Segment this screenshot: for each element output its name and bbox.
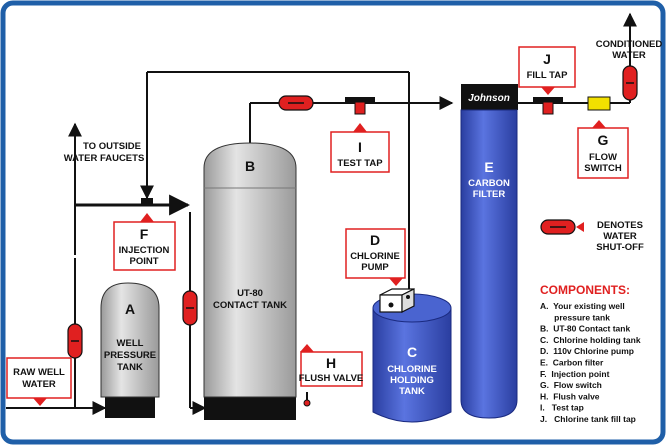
- component-item: J. Chlorine tank fill tap: [540, 414, 636, 424]
- tank-a-line-2: PRESSURE: [104, 350, 156, 361]
- conditioned-line-1: CONDITIONED: [596, 39, 663, 50]
- components-title: COMPONENTS:: [540, 283, 630, 297]
- callout-f-line-2: POINT: [129, 256, 158, 267]
- denotes-pointer: [576, 222, 584, 232]
- callout-d-line-1: CHLORINE: [350, 251, 400, 262]
- component-item: C. Chlorine holding tank: [540, 335, 641, 345]
- callout-h-line-1: FLUSH VALVE: [299, 373, 364, 384]
- components-list: A. Your existing well pressure tank B. UT…: [540, 301, 641, 424]
- callout-g-letter: G: [598, 132, 609, 148]
- callout-boxes: [6, 46, 629, 399]
- raw-well-line-2: WATER: [22, 379, 56, 390]
- callout-g-line-2: SWITCH: [584, 163, 622, 174]
- tank-a: [100, 282, 160, 418]
- callout-f-letter: F: [140, 226, 149, 242]
- tank-c-line-1: CHLORINE: [387, 364, 437, 375]
- raw-well-line-1: RAW WELL: [13, 367, 65, 378]
- component-item: E. Carbon filter: [540, 358, 604, 368]
- component-item: A. Your existing well: [540, 301, 625, 311]
- callout-d-line-2: PUMP: [361, 262, 389, 273]
- callout-j-letter: J: [543, 51, 551, 67]
- callout-j-line-1: FILL TAP: [527, 70, 568, 81]
- tank-e: [460, 84, 518, 419]
- component-item: F. Injection point: [540, 369, 610, 379]
- component-item: pressure tank: [540, 312, 610, 322]
- tank-b-line-2: CONTACT TANK: [213, 300, 287, 311]
- brand-logo: Johnson: [468, 93, 510, 104]
- callout-d-letter: D: [370, 232, 380, 248]
- tank-a-letter: A: [125, 301, 135, 317]
- callout-pointers: [33, 87, 606, 406]
- denotes-line-2: WATER: [603, 231, 637, 242]
- callout-g-line-1: FLOW: [589, 152, 617, 163]
- tank-c-line-3: TANK: [399, 386, 425, 397]
- fill-tap: [533, 97, 563, 115]
- tank-e-line-2: FILTER: [473, 189, 506, 200]
- component-item: D. 110v Chlorine pump: [540, 346, 634, 356]
- callout-f-line-1: INJECTION: [119, 245, 170, 256]
- conditioned-line-2: WATER: [612, 50, 646, 61]
- flow-switch: [587, 96, 611, 111]
- chlorine-pump: [379, 288, 415, 313]
- tank-b: [203, 142, 297, 420]
- flush-valve: [303, 399, 311, 407]
- tank-e-letter: E: [484, 159, 493, 175]
- callout-i-letter: I: [358, 139, 362, 155]
- tank-c-line-2: HOLDING: [390, 375, 434, 386]
- tank-a-line-3: TANK: [117, 362, 143, 373]
- tank-b-letter: B: [245, 158, 255, 174]
- component-item: B. UT-80 Contact tank: [540, 324, 630, 334]
- component-item: G. Flow switch: [540, 380, 602, 390]
- component-item: H. Flush valve: [540, 391, 600, 401]
- injection-fitting: [141, 198, 153, 204]
- to-outside-line-1: TO OUTSIDE: [83, 141, 141, 152]
- tank-a-line-1: WELL: [117, 338, 144, 349]
- callout-i-line-1: TEST TAP: [337, 158, 383, 169]
- test-tap: [345, 97, 375, 115]
- to-outside-line-2: WATER FAUCETS: [64, 153, 145, 164]
- component-item: I. Test tap: [540, 403, 584, 413]
- denotes-line-3: SHUT-OFF: [596, 242, 644, 253]
- tank-e-line-1: CARBON: [468, 178, 510, 189]
- denotes-line-1: DENOTES: [597, 220, 643, 231]
- tank-b-line-1: UT-80: [237, 288, 263, 299]
- tank-c-letter: C: [407, 344, 417, 360]
- callout-h-letter: H: [326, 355, 336, 371]
